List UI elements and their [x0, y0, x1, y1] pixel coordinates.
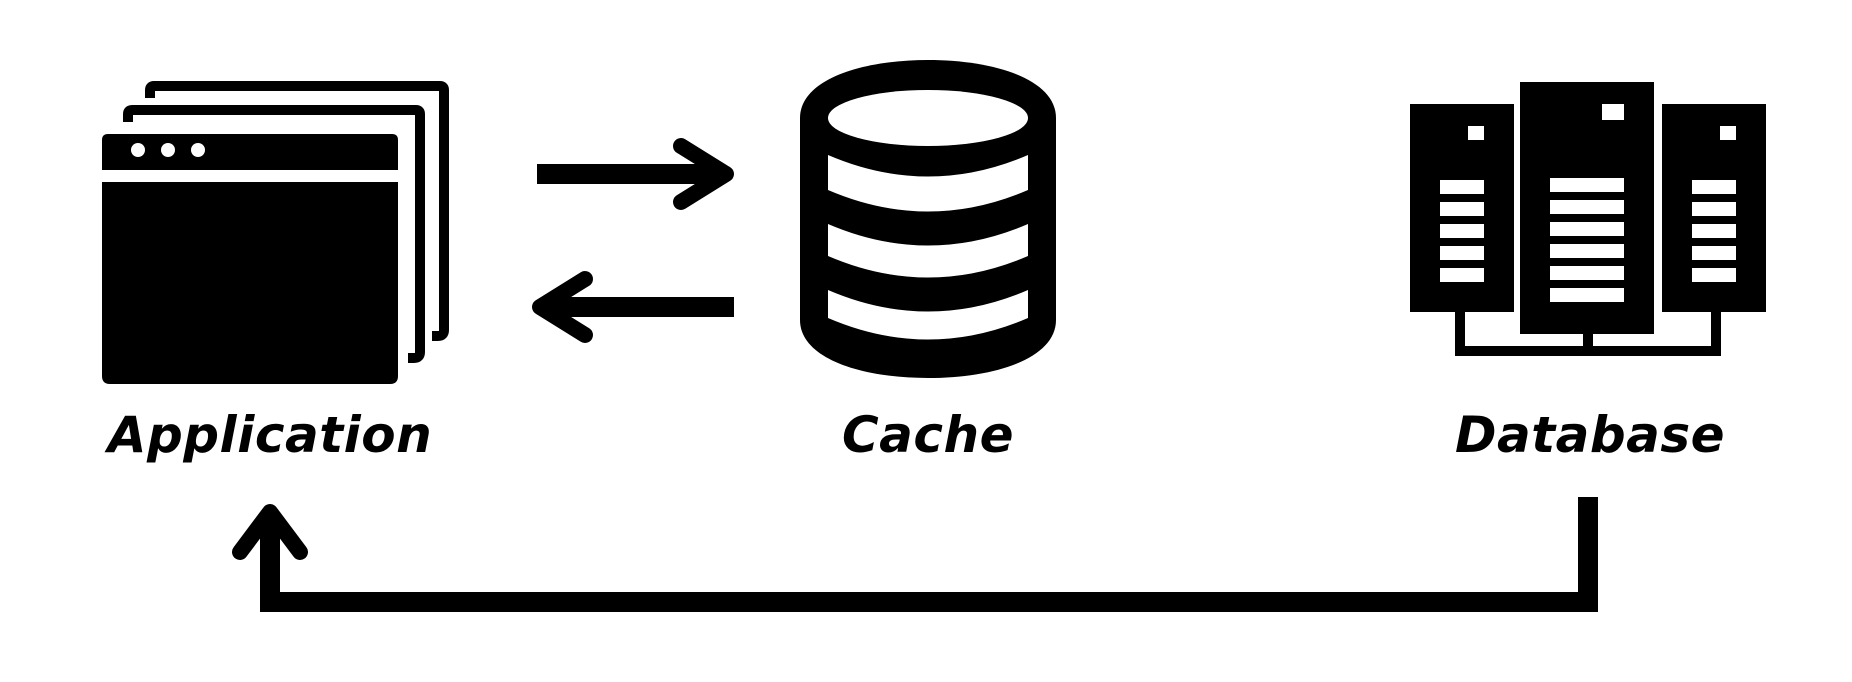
- arrow-to-cache: [537, 138, 734, 210]
- database-label: Database: [1455, 406, 1725, 464]
- arrow-database-to-application: [232, 497, 1598, 612]
- cache-database-icon: [800, 60, 1056, 378]
- browser-windows-icon: [102, 81, 449, 384]
- cache-label: Cache: [842, 406, 1014, 464]
- server-rack-icon: [1410, 82, 1766, 356]
- application-label: Application: [104, 406, 432, 464]
- arrow-to-application: [532, 271, 734, 343]
